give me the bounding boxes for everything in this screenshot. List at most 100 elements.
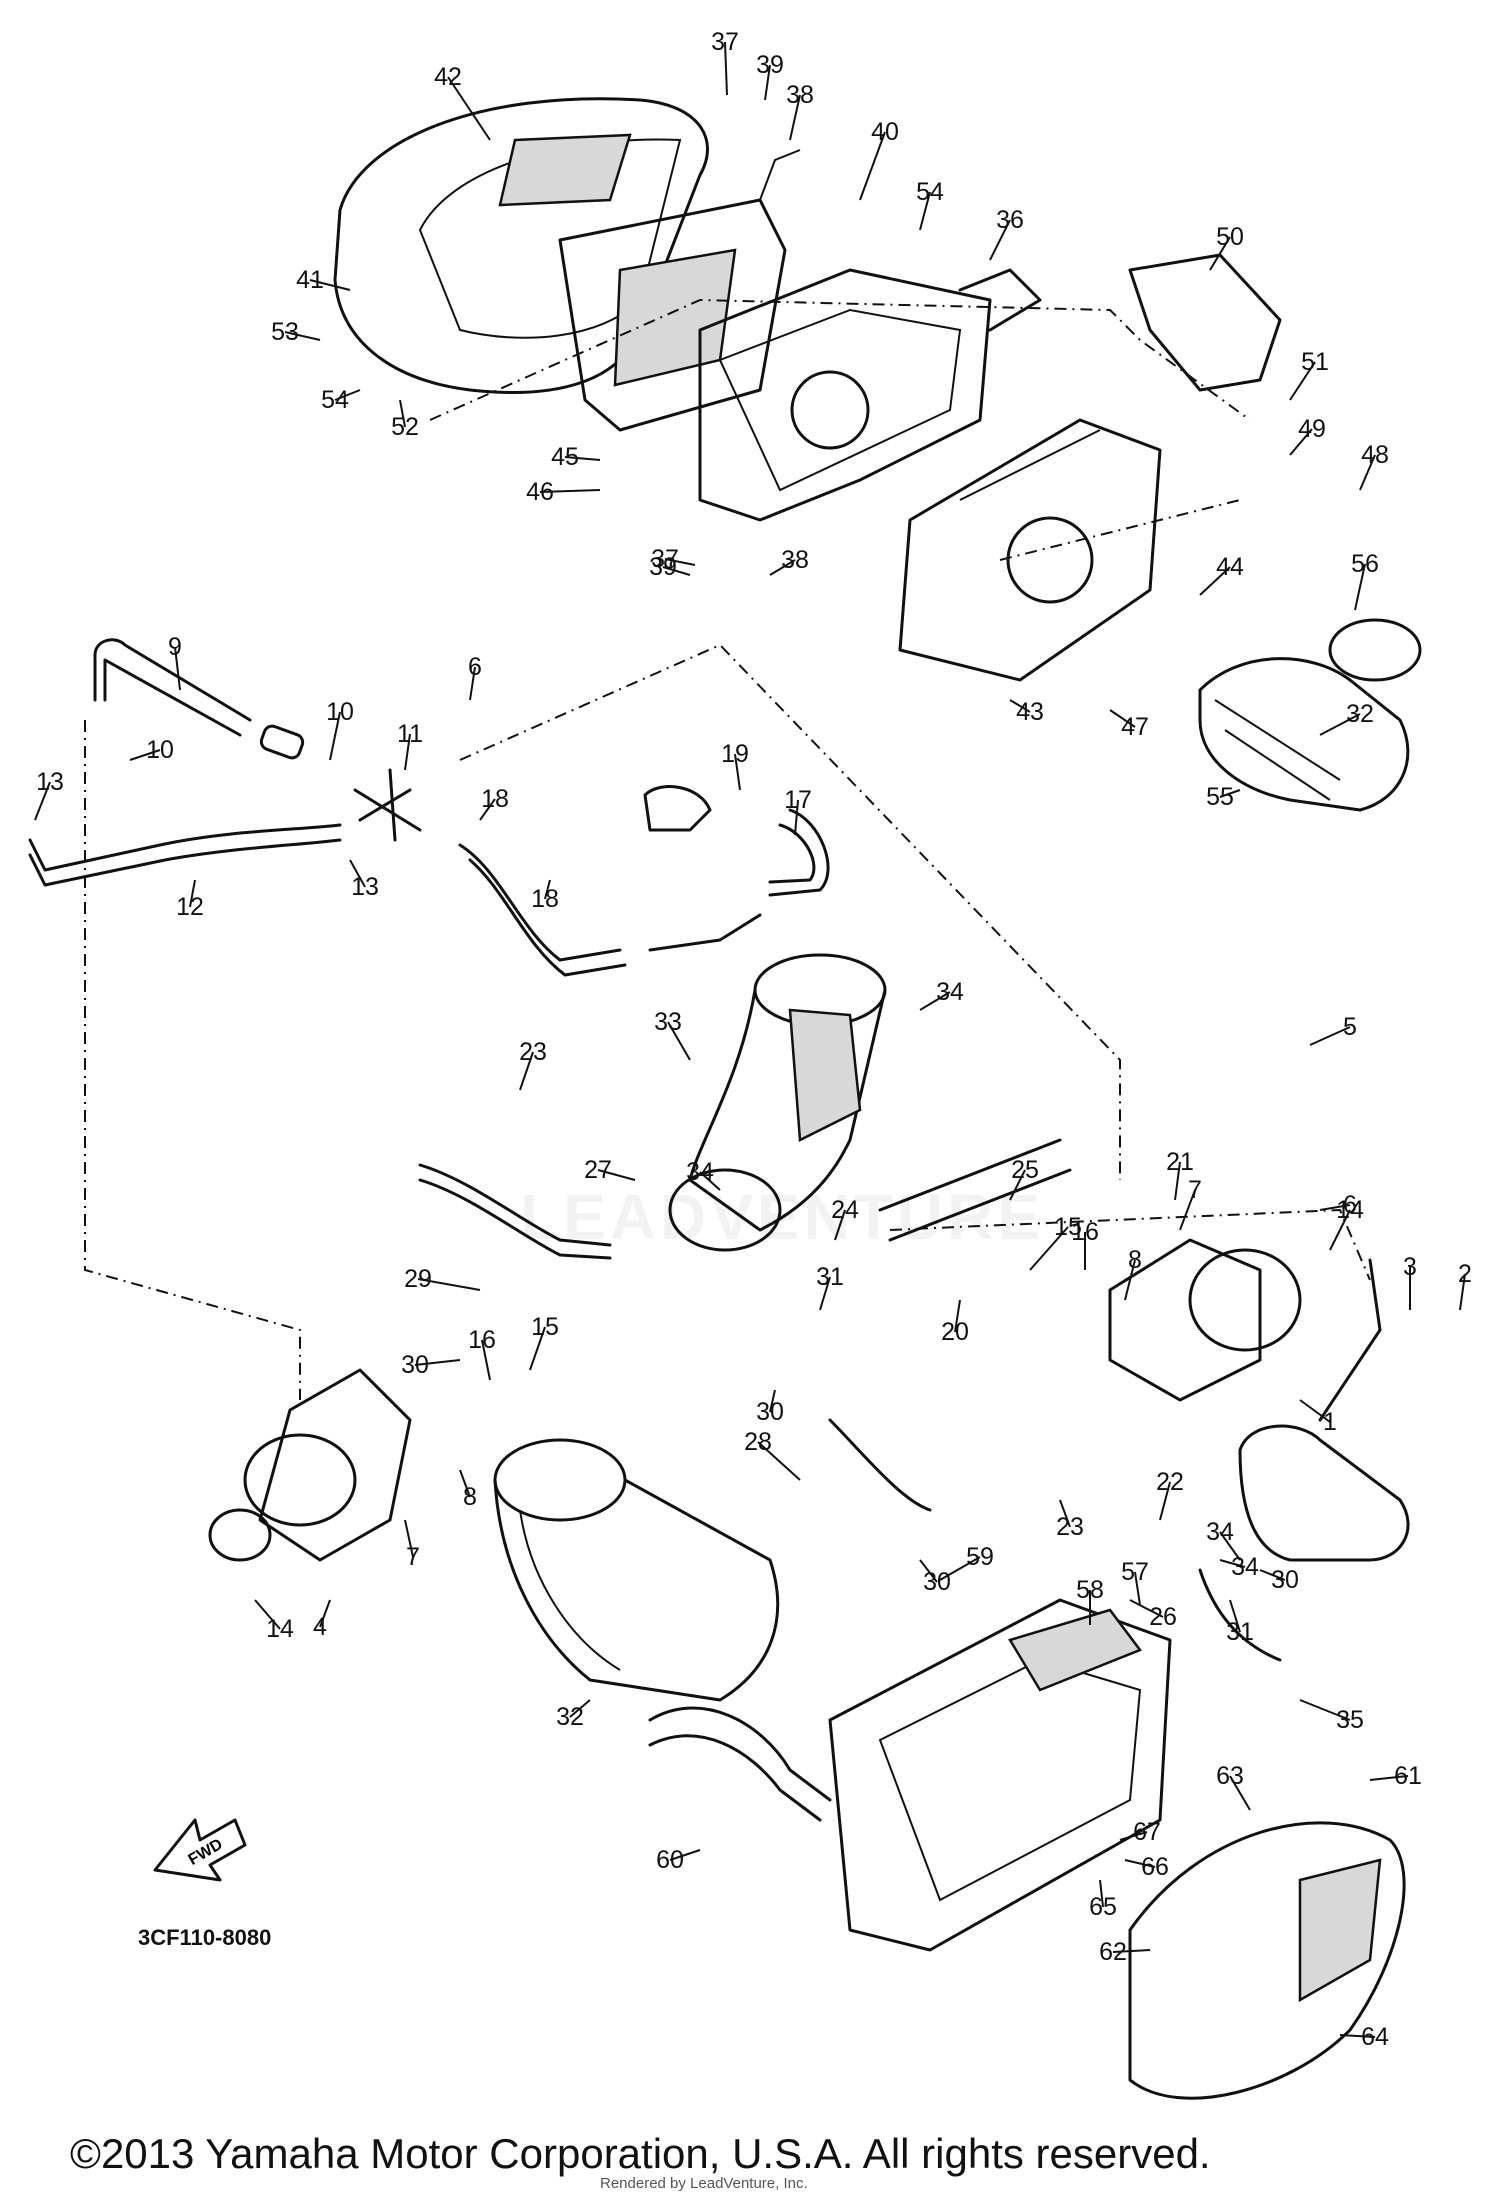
intake-cover-bracket [1128, 253, 1282, 392]
leader-line-67 [1119, 1831, 1148, 1841]
leader-line-22 [1159, 1481, 1171, 1521]
leader-lines [34, 41, 1466, 2038]
air-cleaner-cover-left [333, 97, 709, 394]
leader-line-21 [1174, 1161, 1181, 1201]
front-arrow-icon: FWD [153, 1818, 247, 1882]
leader-line-52 [399, 399, 406, 428]
leader-line-34 [699, 1171, 721, 1191]
watermark-text: LEADVENTURE [520, 1181, 1045, 1253]
leader-line-54 [334, 389, 361, 401]
air-cleaner-cover-right [1128, 1821, 1406, 2100]
leader-line-13 [34, 781, 51, 821]
leader-line-30 [919, 1559, 938, 1583]
leader-line-65 [1099, 1879, 1104, 1908]
part-label-34: 34 [1231, 1553, 1259, 1581]
air-cleaner-case [698, 268, 1042, 522]
leader-line-45 [564, 456, 601, 461]
leader-line-27 [597, 1169, 636, 1181]
leader-line-29 [417, 1278, 481, 1291]
leader-line-8 [459, 1469, 471, 1498]
leader-line-62 [1112, 1949, 1151, 1953]
leader-line-43 [1009, 699, 1031, 713]
leader-line-8 [1124, 1259, 1136, 1301]
fuel-lines [418, 1138, 1382, 1662]
leader-line-34 [1219, 1531, 1241, 1561]
leader-line-40 [859, 131, 886, 201]
air-duct-cover [898, 418, 1162, 682]
leader-line-53 [284, 331, 321, 341]
intake-joint-32-upper [668, 953, 887, 1252]
leader-line-37 [664, 558, 696, 566]
leader-line-32 [569, 1699, 591, 1718]
leader-line-34 [1219, 1559, 1246, 1568]
leader-line-24 [834, 1209, 846, 1241]
intake-joint-32-lower [493, 1438, 780, 1702]
part-label-14: 14 [1336, 1196, 1364, 1224]
leader-line-63 [1229, 1775, 1251, 1811]
leader-line-46 [539, 489, 601, 493]
carburetor-front [208, 1368, 412, 1562]
leader-line-51 [1289, 361, 1316, 401]
leader-line-31 [1229, 1599, 1241, 1633]
leader-line-25 [1009, 1169, 1026, 1201]
leader-line-16 [481, 1339, 491, 1381]
leader-line-60 [669, 1849, 701, 1861]
leader-line-57 [1134, 1571, 1141, 1606]
leader-line-7 [404, 1519, 414, 1558]
leader-line-20 [954, 1299, 961, 1333]
leader-line-11 [404, 733, 411, 771]
leader-line-17 [794, 799, 799, 836]
intake-joint-56 [1198, 618, 1422, 812]
leader-line-6 [469, 666, 476, 701]
leader-line-2 [1459, 1273, 1466, 1311]
leader-line-50 [1209, 236, 1231, 271]
leader-line-18 [544, 879, 551, 900]
drawing-code: 3CF110-8080 [138, 1925, 272, 1950]
leader-line-12 [189, 879, 196, 908]
carburetor-rear [1108, 1238, 1410, 1562]
leader-line-14 [1329, 1209, 1351, 1251]
part-label-54: 54 [916, 178, 944, 206]
leader-line-66 [1124, 1859, 1156, 1868]
leader-line-30 [1259, 1569, 1286, 1581]
leader-line-49 [1289, 428, 1313, 456]
leader-line-6 [1319, 1204, 1351, 1211]
leader-line-1 [1299, 1399, 1331, 1423]
breather-hoses [28, 638, 830, 977]
leader-line-15 [1029, 1226, 1069, 1271]
copyright-notice: ©2013 Yamaha Motor Corporation, U.S.A. A… [70, 2130, 1211, 2177]
leader-line-38 [789, 94, 801, 141]
air-cleaner-case-lower [828, 1598, 1172, 1952]
leader-line-39 [764, 64, 771, 101]
leader-line-14 [254, 1599, 281, 1630]
leader-line-23 [1059, 1499, 1071, 1528]
leader-line-47 [1109, 709, 1136, 728]
leader-line-42 [447, 76, 491, 141]
leader-line-5 [1309, 1026, 1351, 1046]
part-number-labels: 1234566778891010111213131414151516161718… [36, 28, 1472, 2051]
leader-line-36 [989, 219, 1011, 261]
leader-line-23 [519, 1051, 534, 1091]
leader-line-39 [662, 566, 691, 576]
leader-line-30 [769, 1389, 776, 1413]
leader-line-56 [1354, 563, 1366, 611]
leader-line-54 [919, 191, 931, 231]
leader-line-34 [919, 991, 951, 1011]
leader-line-44 [1199, 566, 1231, 596]
leader-line-30 [414, 1359, 461, 1366]
air-duct-61 [648, 1706, 832, 1822]
front-arrow-text: FWD [186, 1836, 226, 1869]
leader-line-10 [129, 749, 161, 761]
leader-line-61 [1369, 1775, 1409, 1781]
leader-line-19 [734, 753, 741, 791]
leader-line-4 [319, 1599, 331, 1628]
leader-line-33 [667, 1021, 691, 1061]
leader-line-31 [819, 1276, 831, 1311]
leader-line-48 [1359, 454, 1376, 491]
leader-line-32 [1319, 713, 1361, 736]
leader-line-10 [329, 711, 341, 761]
leader-line-55 [1219, 789, 1241, 798]
leader-line-35 [1299, 1699, 1351, 1721]
leader-line-7 [1179, 1189, 1196, 1231]
